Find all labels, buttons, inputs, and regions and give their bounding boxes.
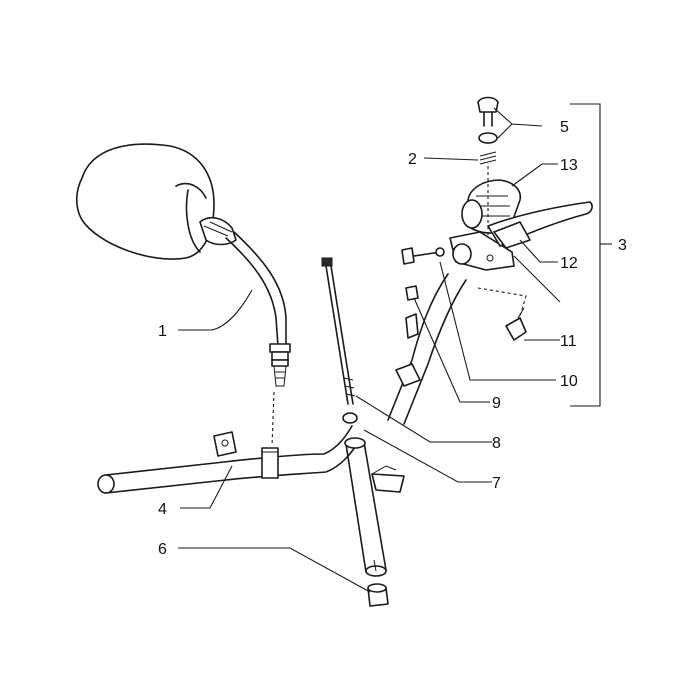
callout-9: 9 [492, 395, 501, 412]
mirror-part [75, 143, 291, 387]
callout-6: 6 [158, 541, 167, 558]
callout-3: 3 [618, 237, 627, 254]
mirror-axis-line [271, 391, 275, 447]
callout-labels: 1 2 3 4 5 6 7 8 9 10 11 12 13 [158, 119, 627, 558]
callout-13: 13 [560, 157, 578, 174]
callout-5: 5 [560, 119, 569, 136]
callout-8: 8 [492, 435, 501, 452]
callout-11: 11 [560, 333, 577, 350]
callout-7: 7 [492, 475, 501, 492]
callout-10: 10 [560, 373, 578, 390]
long-bolt-part [321, 257, 356, 405]
handlebar-part [97, 273, 467, 494]
clip-part [395, 285, 421, 387]
washer-part [342, 412, 358, 424]
leader-lines [178, 103, 612, 593]
callout-2: 2 [408, 151, 417, 168]
callout-1: 1 [158, 323, 167, 340]
callout-4: 4 [158, 501, 167, 518]
steering-tube-part [344, 437, 387, 577]
callout-12: 12 [560, 255, 578, 272]
end-plug-part [367, 583, 389, 607]
